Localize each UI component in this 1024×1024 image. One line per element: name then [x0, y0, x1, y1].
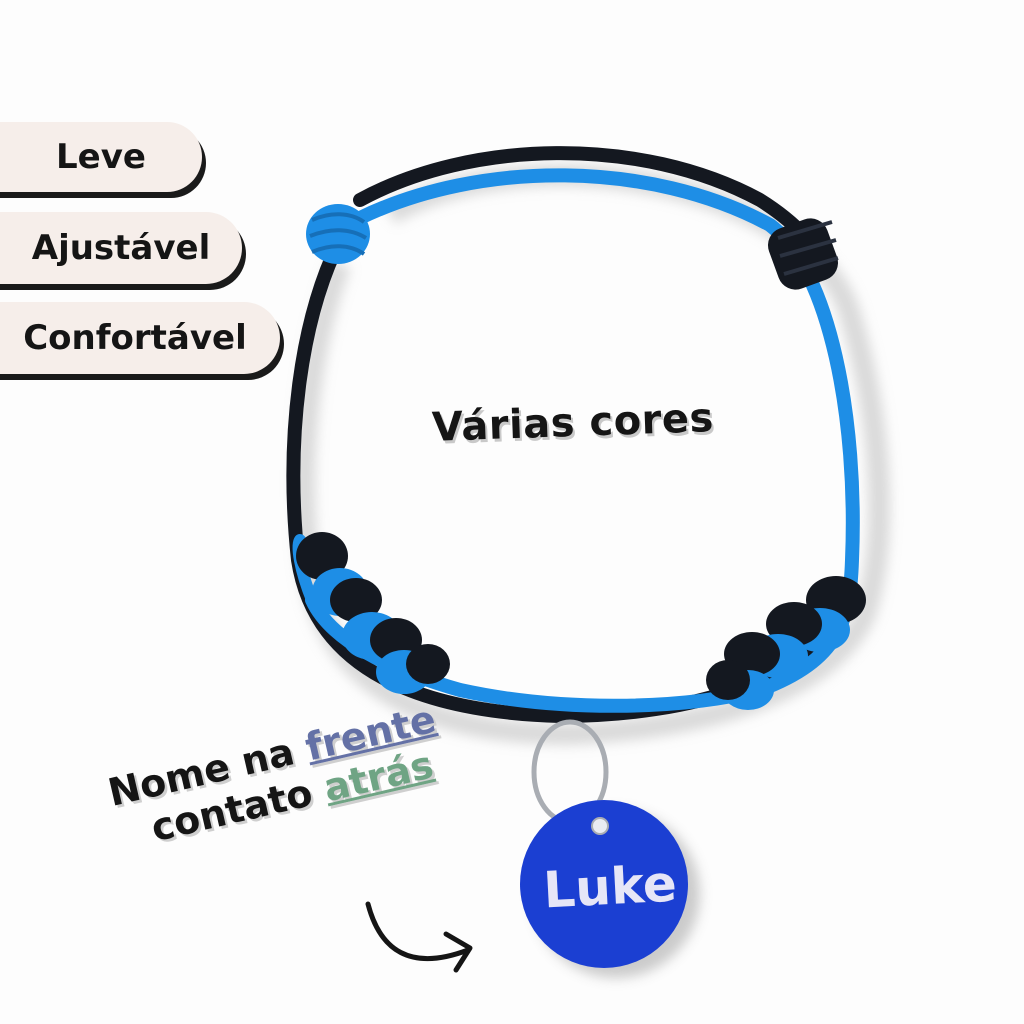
curved-arrow-icon	[365, 901, 471, 961]
tag-engraved-name: Luke	[541, 854, 679, 920]
name-tag	[520, 800, 688, 968]
colors-caption: Várias cores	[431, 395, 715, 451]
feature-pill-comfortable: Confortável	[0, 302, 280, 374]
blue-slide-knot	[306, 204, 370, 264]
feature-pill-adjustable: Ajustável	[0, 212, 242, 284]
right-twist-knot	[706, 576, 866, 710]
feature-label: Ajustável	[31, 228, 211, 268]
black-slide-knot	[767, 218, 839, 290]
feature-pill-light: Leve	[0, 122, 202, 192]
feature-label: Confortável	[23, 318, 247, 358]
feature-label: Leve	[56, 137, 146, 177]
left-twist-knot	[296, 532, 450, 694]
